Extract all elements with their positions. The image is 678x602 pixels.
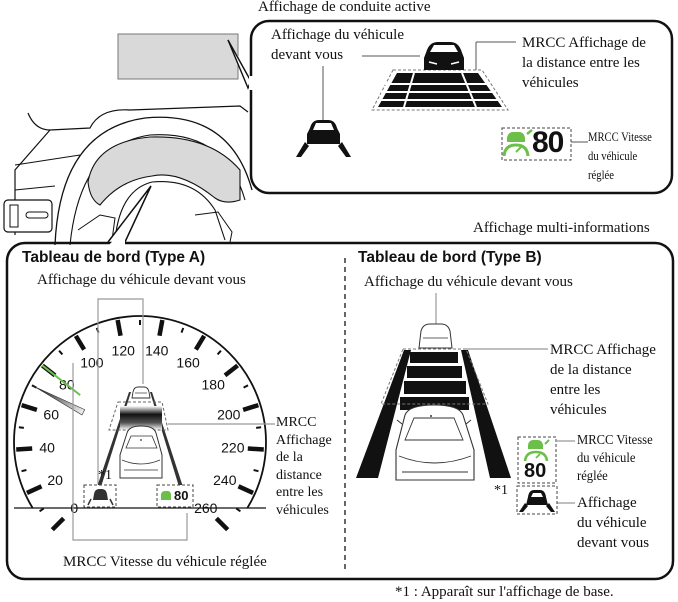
- type-b-speed-label: MRCC Vitesse du véhicule réglée: [577, 433, 653, 484]
- type-a-distance-box: [108, 401, 169, 431]
- tick-label: 260: [194, 500, 218, 516]
- type-b-title: Tableau de bord (Type B): [358, 249, 542, 266]
- type-a-distance-label: MRCC Affichage de la distance entre les …: [276, 415, 332, 518]
- type-b-mrcc-green-icon: [523, 439, 550, 462]
- minor-tick: [18, 426, 24, 429]
- multi-info-section-title: Affichage multi-informations: [473, 220, 650, 236]
- minor-tick: [39, 507, 45, 513]
- steering-hub: [114, 181, 226, 241]
- type-b-footnote-marker: *1: [494, 483, 508, 498]
- minor-tick: [58, 350, 64, 356]
- tick-label: 40: [39, 440, 55, 456]
- hud-speed-label: MRCC Vitesse du véhicule réglée: [588, 130, 652, 182]
- type-a-set-speed-value: 80: [174, 488, 189, 503]
- tick-label: 0: [70, 500, 78, 516]
- tick-label: 120: [112, 343, 136, 359]
- type-a-mrcc-green-icon: [161, 491, 171, 500]
- major-tick: [247, 446, 264, 452]
- major-tick: [237, 484, 254, 495]
- minor-tick: [253, 469, 259, 473]
- tick-label: 60: [43, 406, 59, 422]
- type-b-own-vehicle-icon: [395, 404, 475, 481]
- set-speed-marker: [41, 364, 81, 396]
- major-tick: [50, 516, 66, 532]
- minor-tick: [256, 426, 262, 429]
- instrument-cluster: [87, 136, 241, 206]
- type-a-title: Tableau de bord (Type A): [22, 249, 206, 266]
- hud-vehicle-ahead-icon: [424, 42, 464, 70]
- tick-label: 160: [176, 354, 200, 370]
- type-b-vehicle-ahead-top-label: Affichage du véhicule devant vous: [364, 274, 573, 290]
- mrcc-green-icon: [502, 129, 533, 157]
- steering-buttons-right: [194, 211, 233, 243]
- minor-tick: [180, 327, 185, 333]
- minor-tick: [216, 350, 222, 356]
- hud-vehicle-ahead-label: Affichage du véhicule devant vous: [271, 27, 405, 63]
- type-a-own-vehicle-icon: [119, 425, 163, 479]
- type-a-vehicle-ahead-icon: [131, 386, 151, 399]
- tick-label: 240: [213, 472, 237, 488]
- major-tick: [26, 484, 43, 495]
- air-vent: [3, 199, 53, 233]
- speedometer-ticks: [16, 319, 264, 532]
- major-tick: [242, 402, 260, 413]
- hud-distance-grid: [371, 69, 509, 111]
- cluster-callout-pointer: [107, 185, 152, 243]
- multi-info-box: [5, 241, 675, 581]
- steering-wheel: [54, 116, 253, 246]
- hud-set-speed-box: [501, 127, 572, 161]
- major-tick: [157, 319, 165, 337]
- type-b-vehicle-ahead-icon: [418, 323, 453, 349]
- minor-tick: [243, 384, 249, 389]
- minor-tick: [235, 507, 241, 513]
- type-b-vehicle-ahead-basic-icon: [519, 490, 555, 512]
- hud-glass-panel: [117, 33, 239, 80]
- speedometer-needle: [33, 385, 86, 416]
- hud-set-speed-value: 80: [532, 126, 564, 159]
- type-b-leader-lines: [435, 293, 575, 504]
- major-tick: [16, 446, 33, 452]
- major-tick: [223, 363, 239, 378]
- major-tick: [73, 334, 87, 351]
- type-a-vehicle-ahead-basic-icon: [87, 489, 114, 506]
- major-tick: [214, 516, 230, 532]
- type-b-distance-label: MRCC Affichage de la distance entre les …: [550, 342, 656, 418]
- type-a-set-speed-box: [156, 484, 194, 508]
- type-b-vehicle-ahead-label: Affichage du véhicule devant vous: [577, 495, 650, 551]
- steering-buttons-left: [77, 214, 116, 241]
- tick-label: 140: [145, 343, 169, 359]
- type-b-set-speed-value: 80: [524, 460, 547, 482]
- minor-tick: [21, 469, 27, 473]
- dashboard-outline: [27, 105, 249, 131]
- tick-label: 180: [202, 377, 226, 393]
- type-a-footnote-marker: *1: [98, 468, 112, 483]
- type-a-leader-lines: [72, 298, 275, 541]
- type-b-distance-box: [380, 348, 489, 405]
- tick-label: 200: [217, 406, 241, 422]
- tick-label: 220: [221, 440, 245, 456]
- type-a-speed-label: MRCC Vitesse du véhicule réglée: [63, 554, 267, 570]
- type-a-vehicle-ahead-label: Affichage du véhicule devant vous: [37, 272, 246, 288]
- hud-vehicle-ahead-basic-icon: [296, 120, 351, 157]
- tick-label: 20: [47, 472, 63, 488]
- footnote: *1 : Apparaît sur l'affichage de base.: [395, 584, 614, 600]
- major-tick: [20, 402, 38, 413]
- major-tick: [115, 319, 123, 337]
- hud-section-title: Affichage de conduite active: [258, 0, 431, 15]
- hud-distance-label: MRCC Affichage de la distance entre les …: [522, 35, 646, 91]
- major-tick: [193, 334, 207, 351]
